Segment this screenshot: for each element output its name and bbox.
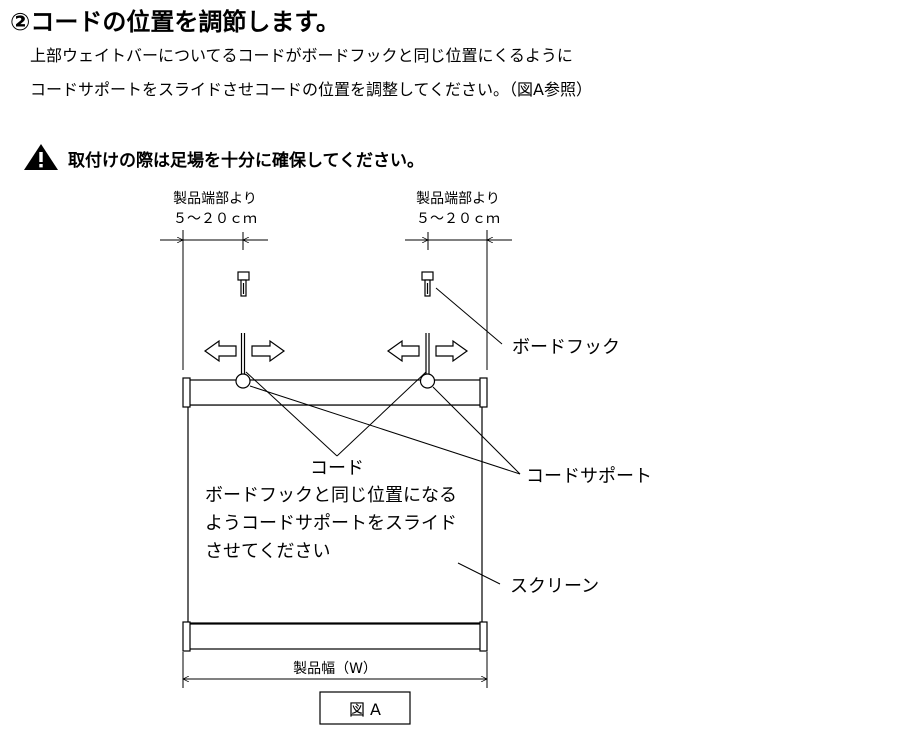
bottom-weight-bar	[182, 621, 488, 652]
instruction-text-1: ボードフックと同じ位置になる	[205, 485, 457, 506]
cord-support-label: コードサポート	[526, 466, 652, 487]
warning-text: 取付けの際は足場を十分に確保してください。	[68, 151, 424, 171]
cord-leaders	[245, 371, 427, 457]
board-hook-leader	[435, 287, 503, 345]
cord-support-right-icon	[419, 373, 436, 389]
screen-leader	[457, 562, 501, 585]
board-hook-left-icon	[237, 271, 250, 297]
cords	[240, 333, 430, 380]
cord-support-leaders	[249, 385, 521, 475]
cord-support-left-icon	[235, 373, 251, 389]
bottom-extension-lines	[182, 652, 488, 688]
screen-label: スクリーン	[510, 576, 599, 597]
warning-triangle-icon	[24, 144, 58, 170]
board-hook-label: ボードフック	[512, 337, 620, 358]
width-label: 製品幅（W）	[293, 661, 377, 677]
screen-panel	[187, 404, 483, 624]
instruction-text-2: ようコードサポートをスライド	[205, 513, 457, 534]
cord-label: コード	[310, 458, 364, 479]
figure-caption: 図 A	[349, 700, 381, 719]
safety-warning: 取付けの際は足場を十分に確保してください。	[22, 142, 442, 172]
dim-left-label-2: ５～２０ｃｍ	[173, 211, 257, 227]
dim-right-label-1: 製品端部より	[416, 191, 500, 207]
slide-arrows-right-icon	[386, 339, 469, 363]
instruction-line-1: 上部ウェイトバーについてるコードがボードフックと同じ位置にくるように	[30, 46, 573, 65]
instruction-line-2: コードサポートをスライドさせコードの位置を調整してください。（図A参照）	[30, 80, 592, 99]
extension-lines	[182, 230, 488, 370]
page-title: ②コードの位置を調節します。	[10, 8, 340, 36]
dim-left-label-1: 製品端部より	[173, 191, 257, 207]
board-hook-right-icon	[421, 271, 434, 297]
top-weight-bar	[182, 377, 488, 408]
slide-arrows-left-icon	[203, 339, 286, 363]
instruction-text-3: させてください	[205, 541, 330, 562]
dim-right-label-2: ５～２０ｃｍ	[416, 211, 500, 227]
figure-caption-box	[319, 691, 411, 725]
